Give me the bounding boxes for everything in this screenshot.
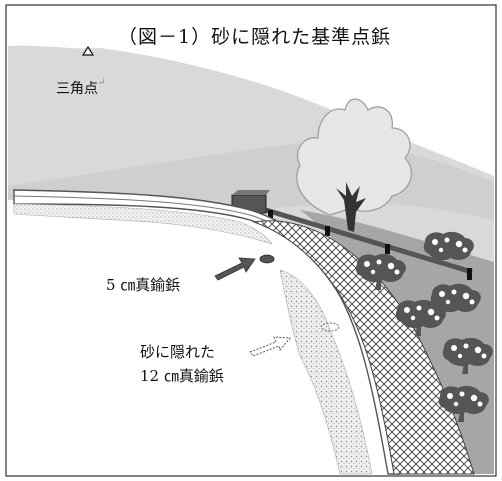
triangle-point-label: 三角点↵ — [56, 78, 106, 98]
triangle-point-text: 三角点 — [56, 81, 98, 97]
rail-post-4 — [467, 268, 472, 280]
bush-icon-1 — [423, 231, 474, 261]
nail-12cm-label-line1: 砂に隠れた — [140, 343, 216, 361]
nail-12cm-icon — [320, 322, 340, 332]
tree-trunk — [336, 182, 366, 232]
nail-12cm-label-line2: 12 ㎝真鍮鋲 — [140, 367, 224, 385]
embankment-crosshatch — [252, 220, 475, 475]
road-surface — [13, 189, 401, 475]
bush-icon-3 — [430, 283, 481, 313]
bush-icon-6 — [438, 385, 489, 422]
nail-5cm-icon — [259, 254, 275, 264]
figure-title: （図－1）砂に隠れた基準点鋲 — [118, 26, 392, 48]
figure-border — [5, 4, 497, 477]
bush-icon-5 — [442, 337, 493, 374]
rail-post-3 — [385, 244, 390, 254]
rail-post-2 — [325, 226, 330, 236]
triangle-point-icon — [81, 45, 95, 56]
arrow-12cm — [249, 336, 292, 357]
bush-icon-2 — [355, 253, 406, 290]
sand-strip — [13, 203, 273, 245]
utility-box-top — [232, 190, 270, 195]
arrow-5cm — [214, 257, 256, 281]
bush-icon-4 — [395, 299, 446, 336]
rail-post-1 — [268, 210, 273, 220]
return-mark: ↵ — [98, 78, 106, 88]
guard-rail — [265, 207, 473, 275]
sand-area — [279, 269, 373, 475]
nail-5cm-label: 5 ㎝真鍮鋲 — [106, 276, 181, 294]
tree-icon — [296, 98, 412, 216]
